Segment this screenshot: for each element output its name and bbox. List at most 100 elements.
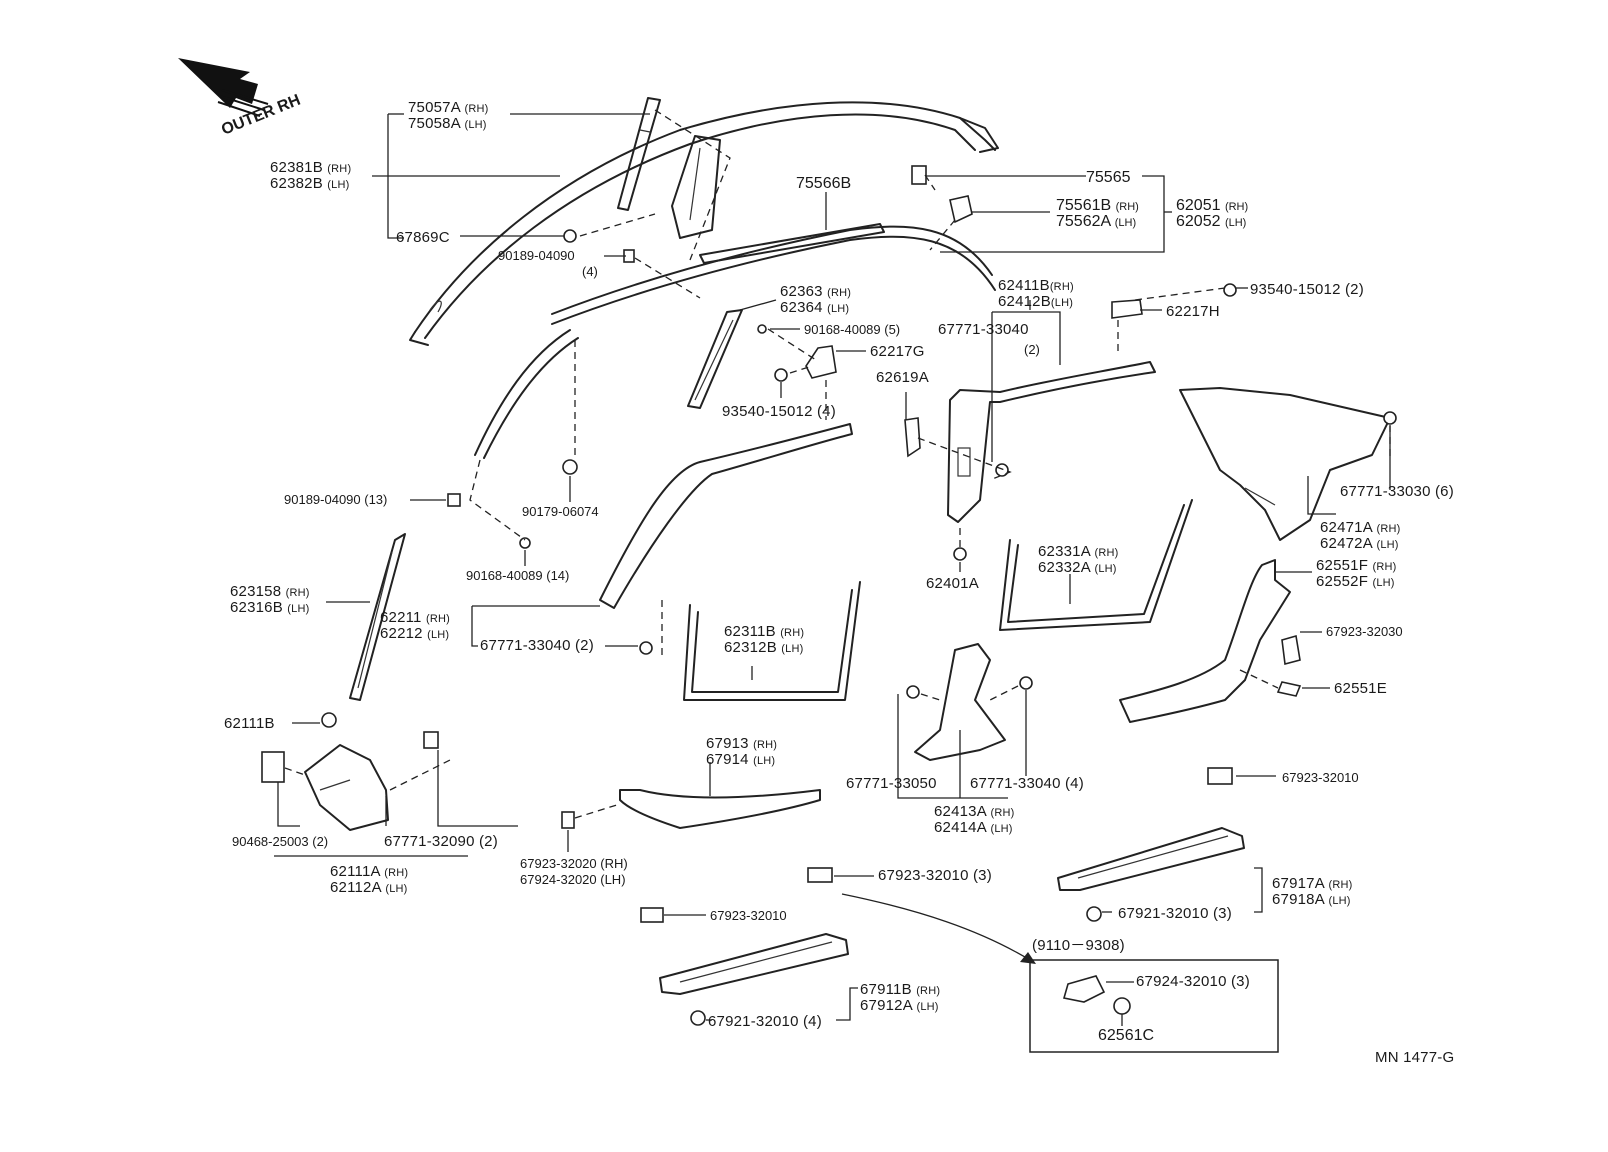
label-67913: 67913 (RH) xyxy=(706,735,777,752)
label-62217g: 62217G xyxy=(870,343,925,360)
clip-62401 xyxy=(953,547,967,561)
clip-67771-c xyxy=(1383,411,1397,425)
clip-67771-d xyxy=(423,731,439,749)
label-62382b: 62382B (LH) xyxy=(270,175,350,192)
clip-67921-a xyxy=(1086,906,1102,922)
label-67912a: 67912A (LH) xyxy=(860,997,939,1014)
label-67771-33040-a: 67771-33040 xyxy=(938,321,1029,338)
label-62212: 62212 (LH) xyxy=(380,625,449,642)
label-67771-33030: 67771-33030 (6) xyxy=(1340,483,1454,500)
label-62332a: 62332A (LH) xyxy=(1038,559,1117,576)
door-opening-weatherstrip-front xyxy=(683,581,861,701)
center-pillar-upper xyxy=(671,135,721,239)
label-62311b: 62311B (RH) xyxy=(724,623,804,640)
bracket-62217h xyxy=(1111,299,1143,319)
label-62052: 62052 (LH) xyxy=(1176,213,1246,230)
label-62551e: 62551E xyxy=(1334,680,1387,697)
label-62411b: 62411B(RH) xyxy=(998,277,1074,294)
label-62363: 62363 (RH) xyxy=(780,283,851,300)
label-62561c: 62561C xyxy=(1098,1027,1154,1044)
label-67917a: 67917A (RH) xyxy=(1272,875,1352,892)
screw-90168-b xyxy=(519,537,531,549)
clip-62561 xyxy=(1113,997,1131,1015)
rail-molding-75566 xyxy=(699,223,885,264)
label-67924-32020: 67924-32020 (LH) xyxy=(520,872,626,887)
roof-side-inner-garnish xyxy=(599,423,853,609)
clip-90189-b xyxy=(447,493,461,507)
label-90189-04090-a-qty: (4) xyxy=(582,264,598,279)
roof-side-quarter-trim xyxy=(1179,387,1391,541)
label-93540-15012-b: 93540-15012 (2) xyxy=(1250,281,1364,298)
label-90168-40089-a: 90168-40089 (5) xyxy=(804,322,900,337)
front-scuff-plate xyxy=(659,933,849,995)
center-pillar-garnish-upper xyxy=(947,361,1156,523)
front-pillar-garnish xyxy=(349,533,406,701)
label-62381b: 62381B (RH) xyxy=(270,159,351,176)
label-67924-32010: 67924-32010 (3) xyxy=(1136,973,1250,990)
clip-75561 xyxy=(949,195,973,224)
clip-67771-a xyxy=(995,463,1009,477)
front-pillar-molding-upper xyxy=(617,97,661,211)
clip-67771-f xyxy=(1019,676,1033,690)
clip-67921-b xyxy=(690,1010,706,1026)
label-75058a: 75058A (LH) xyxy=(408,115,487,132)
clip-67923-d xyxy=(807,867,833,883)
label-62471a: 62471A (RH) xyxy=(1320,519,1400,536)
roof-rail-outer xyxy=(409,101,999,346)
clip-62111b xyxy=(321,712,337,728)
nut-93540-a xyxy=(774,368,788,382)
label-62552f: 62552F (LH) xyxy=(1316,573,1395,590)
clip-67869 xyxy=(563,229,577,243)
label-62051: 62051 (RH) xyxy=(1176,197,1248,214)
label-62331a: 62331A (RH) xyxy=(1038,543,1118,560)
label-67923-32010-e: 67923-32010 xyxy=(710,908,787,923)
orientation-arrow xyxy=(178,58,269,117)
label-67923-32020: 67923-32020 (RH) xyxy=(520,856,628,871)
label-62401a: 62401A xyxy=(926,575,979,592)
label-67921-32010-b: 67921-32010 (4) xyxy=(708,1013,822,1030)
label-90468-25003: 90468-25003 (2) xyxy=(232,834,328,849)
label-62413a: 62413A (RH) xyxy=(934,803,1014,820)
label-62472a: 62472A (LH) xyxy=(1320,535,1399,552)
clip-67771-e xyxy=(906,685,920,699)
label-93540-15012-a: 93540-15012 (4) xyxy=(722,403,836,420)
label-67771-32090: 67771-32090 (2) xyxy=(384,833,498,850)
clip-62551e xyxy=(1276,681,1302,697)
label-75057a: 75057A (RH) xyxy=(408,99,488,116)
label-62414a: 62414A (LH) xyxy=(934,819,1013,836)
clip-75565 xyxy=(911,165,927,185)
nut-93540-b xyxy=(1223,283,1237,297)
label-67921-32010-a: 67921-32010 (3) xyxy=(1118,905,1232,922)
clip-90468 xyxy=(261,751,285,783)
label-90189-04090-a: 90189-04090 xyxy=(498,248,575,263)
cowl-side-trim xyxy=(304,744,389,831)
label-62112a: 62112A (LH) xyxy=(330,879,408,896)
label-90179-06074: 90179-06074 xyxy=(522,504,599,519)
door-opening-weatherstrip-rear xyxy=(999,499,1193,631)
rear-pillar-lower-garnish xyxy=(1119,559,1291,723)
label-90168-40089-b: 90168-40089 (14) xyxy=(466,568,569,583)
label-90189-04090-b: 90189-04090 (13) xyxy=(284,492,387,507)
drawing-code: MN 1477-G xyxy=(1375,1049,1454,1066)
label-62316b: 62316B (LH) xyxy=(230,599,310,616)
clip-67923-e xyxy=(640,907,664,923)
label-75562a: 75562A (LH) xyxy=(1056,213,1136,230)
label-62364: 62364 (LH) xyxy=(780,299,849,316)
center-pillar-molding xyxy=(687,309,743,409)
label-62619a: 62619A xyxy=(876,369,929,386)
label-62315b: 623158 (RH) xyxy=(230,583,310,600)
label-67869c: 67869C xyxy=(396,229,450,246)
rear-scuff-plate xyxy=(1057,827,1245,891)
label-62312b: 62312B (LH) xyxy=(724,639,804,656)
clip-67923-a xyxy=(1281,634,1301,666)
clip-67923-c xyxy=(1207,767,1233,785)
label-67918a: 67918A (LH) xyxy=(1272,891,1351,908)
bracket-62619 xyxy=(904,417,921,458)
label-75561b: 75561B (RH) xyxy=(1056,197,1139,214)
leader-lines xyxy=(274,113,1391,1026)
bracket-62217g xyxy=(805,345,837,379)
label-67771-33040-a-qty: (2) xyxy=(1024,342,1040,357)
inset-label: (9110－9308) xyxy=(1032,937,1125,954)
label-75566b: 75566B xyxy=(796,175,851,192)
